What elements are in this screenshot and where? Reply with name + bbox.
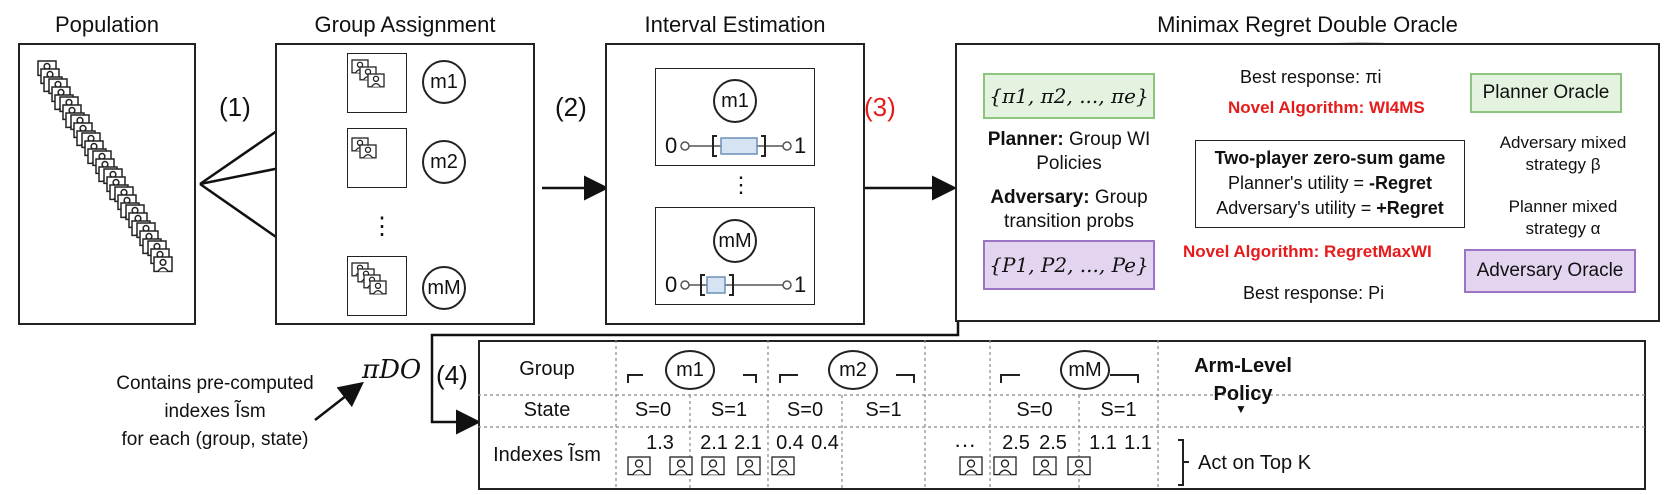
planner-set-box: {π1, π2, ..., πe} xyxy=(983,73,1155,119)
adversary-label-bold: Adversary: xyxy=(990,187,1090,208)
step-4-label: (4) xyxy=(436,360,468,390)
index-value: 2.1 xyxy=(734,432,762,454)
interval-group-1-circle: m1 xyxy=(713,79,757,123)
best-response-top: Best response: πi xyxy=(1240,67,1382,87)
step-1-label: (1) xyxy=(219,92,251,122)
group-M-circle: mM xyxy=(422,266,466,310)
planner-label-line2: Policies xyxy=(1036,153,1102,174)
zero-sum-game-box: Two-player zero-sum game Planner's utili… xyxy=(1195,140,1465,228)
group-M-label: mM xyxy=(427,276,461,299)
group-1-label: m1 xyxy=(430,70,458,93)
game-planner-utility: Planner's utility = -Regret xyxy=(1227,173,1433,193)
planner-label-bold: Planner: xyxy=(987,129,1064,150)
group-member-icons xyxy=(351,59,387,295)
planner-set-text: {π1, π2, ..., πe} xyxy=(989,84,1149,108)
adversary-set-text: {P1, P2, ..., Pe} xyxy=(989,253,1149,277)
table-group-1-circle: m1 xyxy=(665,350,715,390)
step-2-label: (2) xyxy=(555,92,587,122)
game-title: Two-player zero-sum game xyxy=(1214,148,1446,168)
plan-mixed-line1: Planner mixed xyxy=(1508,197,1618,216)
interval-group-1-label: m1 xyxy=(721,89,749,112)
novel-algorithm-bottom: Novel Algorithm: RegretMaxWI xyxy=(1183,242,1432,261)
interval-1-one: 1 xyxy=(794,133,807,158)
planner-oracle-label: Planner Oracle xyxy=(1482,82,1610,103)
interval-group-M-label: mM xyxy=(718,229,752,252)
state-cell: S=1 xyxy=(710,399,748,421)
plan-mixed-line2: strategy α xyxy=(1525,219,1601,238)
index-person-icons xyxy=(627,456,1091,476)
note-line2: indexes Ĩsm xyxy=(164,401,266,422)
adversary-label-line2: transition probs xyxy=(1004,211,1134,232)
minimax-title: Minimax Regret Double Oracle xyxy=(1157,12,1458,37)
table-group-1-label: m1 xyxy=(676,358,704,381)
adversary-label-rest: Group xyxy=(1089,187,1148,208)
adv-mixed-line2: strategy β xyxy=(1525,155,1601,174)
adversary-label: Adversary: Group transition probs xyxy=(975,186,1163,234)
interval-bars xyxy=(680,135,792,296)
adversary-mixed-strategy: Adversary mixed strategy β xyxy=(1488,132,1638,176)
index-value: 2.1 xyxy=(700,432,728,454)
adversary-set-box: {P1, P2, ..., Pe} xyxy=(983,240,1155,290)
best-response-bottom: Best response: Pi xyxy=(1243,283,1385,303)
state-cell: S=0 xyxy=(1016,399,1053,421)
adversary-oracle-label: Adversary Oracle xyxy=(1476,260,1624,281)
planner-mixed-strategy: Planner mixed strategy α xyxy=(1488,196,1638,240)
planner-label: Planner: Group WI Policies xyxy=(975,128,1163,176)
index-value: 0.4 xyxy=(776,432,804,454)
arm-level-policy: Arm-Level Policy xyxy=(1158,352,1328,408)
group-assignment-title: Group Assignment xyxy=(314,12,496,37)
table-group-M-label: mM xyxy=(1068,358,1102,381)
act-on-top-k: Act on Top K xyxy=(1198,452,1312,474)
game-adversary-utility: Adversary's utility = +Regret xyxy=(1216,198,1444,218)
table-group-2-label: m2 xyxy=(839,358,867,381)
interval-estimation-title: Interval Estimation xyxy=(644,12,826,37)
group-2-label: m2 xyxy=(430,150,458,173)
interval-1-zero: 0 xyxy=(665,133,678,158)
adversary-oracle-box: Adversary Oracle xyxy=(1464,249,1636,293)
interval-M-zero: 0 xyxy=(665,272,678,297)
index-value: 2.5 xyxy=(1039,432,1067,454)
table-ellipsis: ··· xyxy=(954,432,976,457)
arm-level-line1: Arm-Level xyxy=(1194,355,1292,377)
index-value: 1.1 xyxy=(1124,432,1152,454)
interval-M-one: 1 xyxy=(794,272,807,297)
down-arrow-icon: ▼ xyxy=(1235,402,1247,416)
planner-oracle-box: Planner Oracle xyxy=(1470,73,1622,113)
arm-level-line2: Policy xyxy=(1213,383,1273,405)
state-cell: S=1 xyxy=(865,399,902,421)
row-header-group: Group xyxy=(519,358,575,380)
table-group-M-circle: mM xyxy=(1060,350,1110,390)
index-value: 1.3 xyxy=(646,432,674,454)
population-title: Population xyxy=(55,12,159,37)
planner-label-rest: Group WI xyxy=(1063,129,1151,150)
interval-vdots: ⋮ xyxy=(730,172,752,197)
note-line1: Contains pre-computed xyxy=(116,373,314,394)
state-cell: S=0 xyxy=(786,399,824,421)
index-value: 0.4 xyxy=(811,432,839,454)
population-people-icons xyxy=(37,60,173,273)
state-cell: S=1 xyxy=(1100,399,1137,421)
index-value: 1.1 xyxy=(1089,432,1117,454)
group-1-circle: m1 xyxy=(422,60,466,104)
interval-group-M-circle: mM xyxy=(713,219,757,263)
state-cell: S=0 xyxy=(634,399,672,421)
group-2-circle: m2 xyxy=(422,140,466,184)
row-header-state: State xyxy=(523,399,571,421)
note-line3: for each (group, state) xyxy=(121,429,309,450)
group-vdots: ⋮ xyxy=(370,213,394,240)
policy-note: Contains pre-computed indexes Ĩsm for ea… xyxy=(95,370,335,454)
pi-do-label: πDO xyxy=(362,355,422,385)
row-header-indexes: Indexes Ĩsm xyxy=(493,444,601,466)
index-value: 2.5 xyxy=(1002,432,1030,454)
novel-algorithm-top: Novel Algorithm: WI4MS xyxy=(1228,98,1425,117)
step-3-label: (3) xyxy=(864,92,896,122)
adv-mixed-line1: Adversary mixed xyxy=(1499,133,1627,152)
table-group-2-circle: m2 xyxy=(828,350,878,390)
